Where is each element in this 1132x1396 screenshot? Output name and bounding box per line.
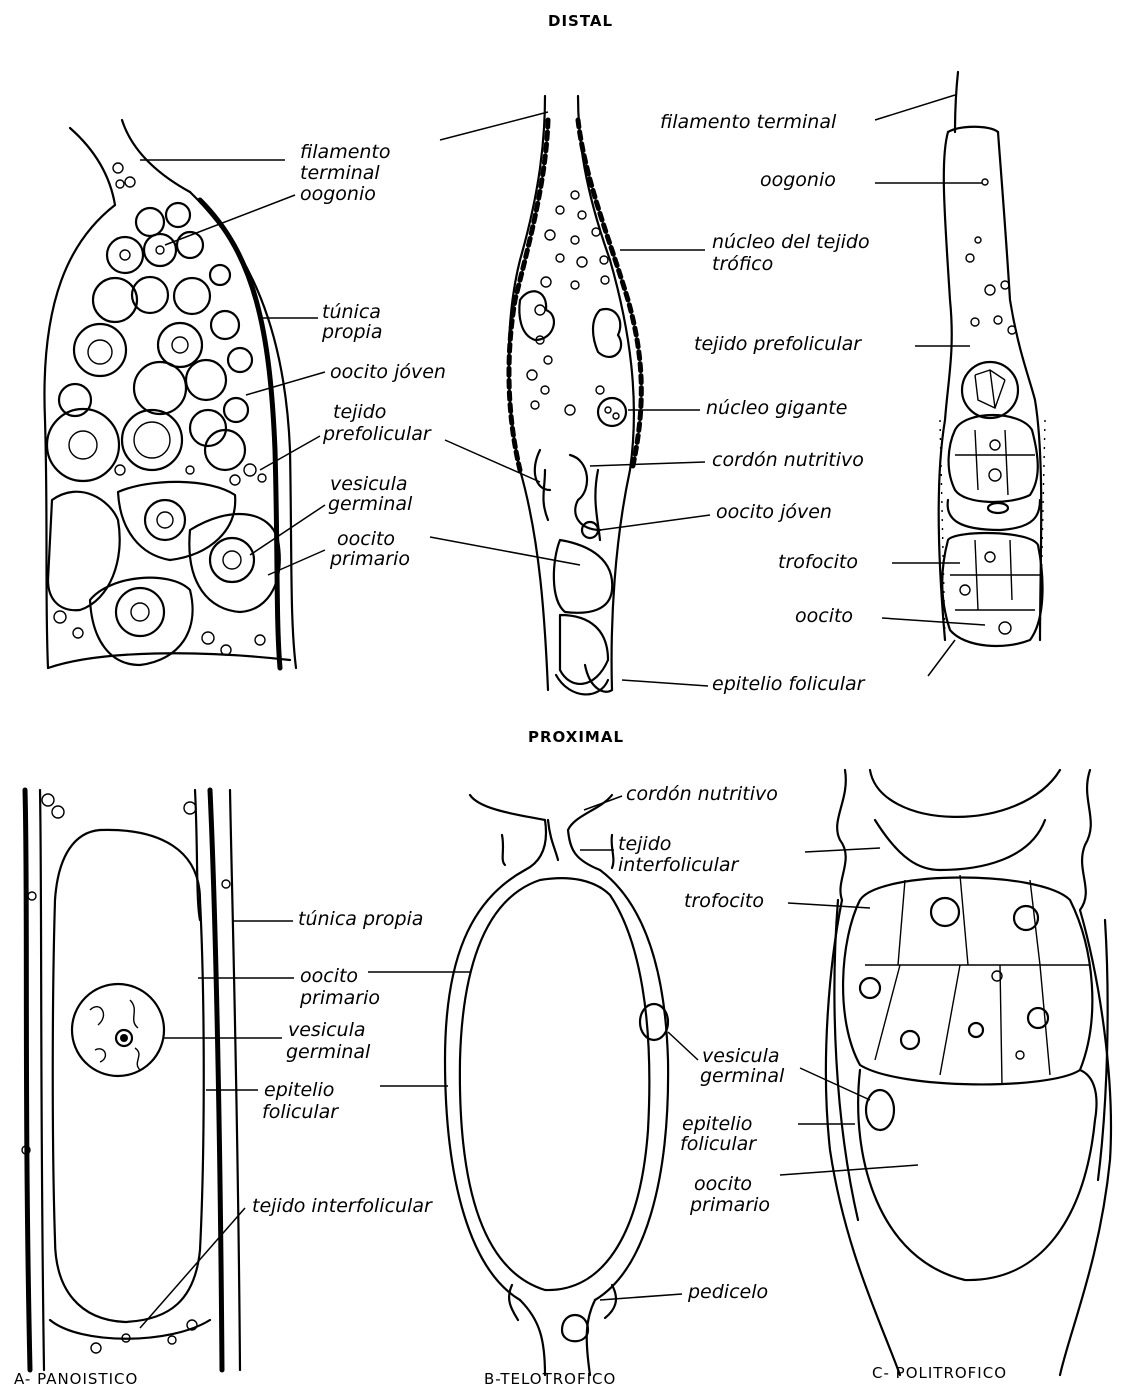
label-folicular-bottom: folicular bbox=[680, 1133, 757, 1155]
label-propia: propia bbox=[321, 321, 382, 343]
label-germinal: germinal bbox=[328, 493, 413, 515]
label-tejido-interfolicular-b: tejido interfolicular bbox=[252, 1195, 433, 1217]
label-germinal-b: germinal bbox=[286, 1041, 371, 1063]
label-primario-bottom: primario bbox=[689, 1194, 770, 1216]
label-cordon-nutritivo-top: cordón nutritivo bbox=[712, 449, 864, 471]
top-telotrophic-ovariole bbox=[509, 96, 642, 694]
label-vesicula-bottom: vesicula bbox=[702, 1045, 780, 1067]
label-oocito-bottom: oocito bbox=[694, 1173, 752, 1195]
label-primario: primario bbox=[329, 548, 410, 570]
label-tunica-propia-b: túnica propia bbox=[298, 908, 423, 930]
label-germinal-bottom: germinal bbox=[700, 1065, 785, 1087]
label-vesicula: vesicula bbox=[330, 473, 408, 495]
caption-panoistico: A- PANOISTICO bbox=[14, 1370, 138, 1388]
bottom-telotrophic-follicle bbox=[445, 795, 668, 1375]
label-oocito-c: oocito bbox=[795, 605, 853, 627]
label-trofico: trófico bbox=[712, 253, 773, 275]
label-epitelio-folicular-top: epitelio folicular bbox=[712, 673, 866, 695]
label-trofocito-bottom: trofocito bbox=[684, 890, 764, 912]
proximal-label: PROXIMAL bbox=[528, 728, 624, 746]
bottom-panoistic-labels: túnica propia oocito primario vesicula g… bbox=[140, 908, 433, 1328]
label-oocito-joven-b: oocito jóven bbox=[716, 501, 832, 523]
label-prefolicular: prefolicular bbox=[322, 423, 432, 445]
label-cordon-nutritivo-bottom: cordón nutritivo bbox=[626, 783, 778, 805]
label-folicular-b: folicular bbox=[262, 1101, 339, 1123]
distal-label: DISTAL bbox=[548, 12, 613, 30]
label-oocito-b: oocito bbox=[300, 965, 358, 987]
label-pedicelo: pedicelo bbox=[687, 1281, 768, 1303]
label-primario-b: primario bbox=[299, 987, 380, 1009]
top-polytrophic-ovariole bbox=[939, 72, 1045, 646]
label-nucleo-gigante: núcleo gigante bbox=[706, 397, 847, 419]
label-oogonio: oogonio bbox=[300, 183, 376, 205]
label-epitelio-bottom: epitelio bbox=[682, 1113, 752, 1135]
label-tejido: tejido bbox=[333, 401, 386, 423]
caption-politrofico: C- POLITROFICO bbox=[872, 1364, 1007, 1382]
top-polytrophic-labels: filamento terminal oogonio tejido prefol… bbox=[622, 95, 985, 695]
label-oocito: oocito bbox=[337, 528, 395, 550]
bottom-polytrophic-follicle bbox=[826, 770, 1111, 1375]
bottom-panoistic-follicle bbox=[22, 790, 240, 1370]
label-tunica: túnica bbox=[322, 301, 381, 323]
label-vesicula-b: vesicula bbox=[288, 1019, 366, 1041]
top-panoistic-ovariole bbox=[44, 120, 296, 668]
label-epitelio-b: epitelio bbox=[264, 1079, 334, 1101]
label-filamento: filamento bbox=[300, 141, 391, 163]
caption-telotrofico: B-TELOTROFICO bbox=[484, 1370, 616, 1388]
label-trofocito-top: trofocito bbox=[778, 551, 858, 573]
label-nucleo-tejido: núcleo del tejido bbox=[712, 231, 870, 253]
label-filamento-terminal-c: filamento terminal bbox=[660, 111, 837, 133]
label-tejido-prefolicular-c: tejido prefolicular bbox=[694, 333, 862, 355]
label-terminal: terminal bbox=[300, 162, 380, 184]
label-interfolicular-bottom: interfolicular bbox=[618, 854, 740, 876]
label-oocito-joven: oocito jóven bbox=[330, 361, 446, 383]
label-oogonio-c: oogonio bbox=[760, 169, 836, 191]
label-tejido-bottom: tejido bbox=[618, 833, 671, 855]
